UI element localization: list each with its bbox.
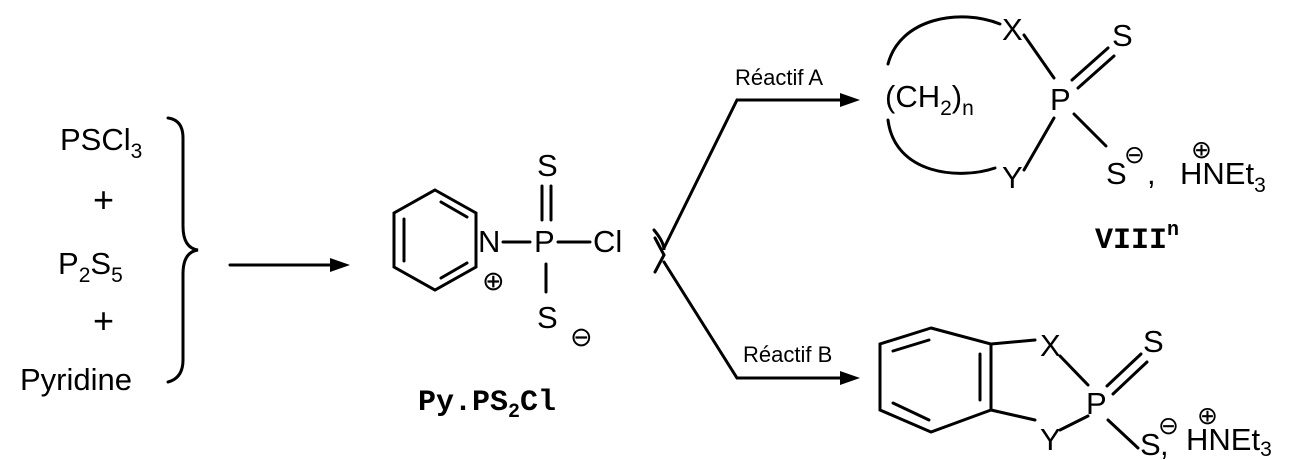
benzene-double-1 <box>891 338 931 353</box>
bond-p-s-minus-benzo <box>1106 418 1140 450</box>
plus-sign-1: + <box>93 179 114 220</box>
bond-ring-y <box>989 408 1037 422</box>
double-bond-viii-b <box>1076 54 1116 90</box>
branch-upper-arrowhead <box>840 93 860 107</box>
bond-p-s-minus-viii <box>1072 112 1108 148</box>
atom-s-anion-viii: S <box>1106 156 1127 191</box>
benzene-ring <box>878 326 993 434</box>
branch-lower-arrow <box>662 260 847 380</box>
charge-minus-s: ⊖ <box>570 322 593 352</box>
atom-y-benzo: Y <box>1040 422 1061 457</box>
ring-arc <box>886 15 1002 175</box>
atom-p-benzo: P <box>1086 386 1107 421</box>
reagent-a-label: Réactif A <box>735 65 823 90</box>
counter-ion-viii: HNEt3 <box>1180 156 1266 197</box>
atom-cl: Cl <box>593 224 622 259</box>
charge-plus-n: ⊕ <box>482 266 505 296</box>
reagent-b-label: Réactif B <box>743 342 832 367</box>
branch-lower-arrowhead <box>840 371 860 385</box>
double-bond-benzo-b <box>1111 360 1149 396</box>
counter-ion-benzo: HNEt3 <box>1186 422 1272 460</box>
benzene-double-3 <box>891 401 931 422</box>
charge-plus-hnet3-benzo: ⊕ <box>1197 402 1218 430</box>
brace-to-branches <box>652 228 666 251</box>
plus-sign-2: + <box>93 300 114 341</box>
bond-x-p-benzo <box>1058 354 1090 387</box>
atom-s-anion: S <box>537 300 558 335</box>
product-viii: (CH2)n X Y P S S ⊖ , HNEt3 ⊕ VIIIn <box>885 12 1266 258</box>
atom-s-thione: S <box>537 148 558 183</box>
atom-n-pyridinium: N <box>478 224 500 259</box>
double-bond-viii-a <box>1070 46 1110 82</box>
atom-s-thione-viii: S <box>1112 18 1133 53</box>
reactants-group: PSCl3 + P2S5 + Pyridine <box>20 116 199 397</box>
atom-x-benzo: X <box>1040 328 1061 363</box>
comma-viii: , <box>1147 156 1156 191</box>
bond-y-p-viii <box>1022 116 1056 172</box>
charge-minus-benzo: ⊖ <box>1158 412 1179 440</box>
bond-x-p-viii <box>1022 33 1056 80</box>
atom-y-viii: Y <box>1002 160 1023 195</box>
branch-upper-arrow <box>662 98 847 250</box>
label-py-ps2cl: Py.PS2Cl <box>418 386 556 424</box>
double-bond-benzo-a <box>1105 352 1143 388</box>
reactant-p2s5: P2S5 <box>58 246 123 287</box>
reactant-pyridine: Pyridine <box>20 362 132 397</box>
bond-y-p-benzo <box>1058 414 1090 432</box>
right-brace <box>166 116 199 384</box>
comma-benzo: , <box>1160 427 1169 460</box>
bond-ring-x <box>989 338 1037 346</box>
ch2-n-group: (CH2)n <box>885 79 974 120</box>
charge-plus-hnet3-viii: ⊕ <box>1191 136 1212 164</box>
reactant-pscl3: PSCl3 <box>60 122 142 163</box>
label-viii-n: VIIIn <box>1095 219 1179 258</box>
atom-p-intermediate: P <box>534 224 555 259</box>
atom-s-anion-benzo: S <box>1140 427 1161 460</box>
branch-junction <box>653 236 666 257</box>
main-reaction-arrow <box>228 258 350 272</box>
atom-s-thione-benzo: S <box>1143 324 1164 359</box>
atom-p-viii: P <box>1050 82 1071 117</box>
product-benzo: X Y P S S ⊖ , HNEt3 ⊕ <box>878 324 1272 460</box>
atom-x-viii: X <box>1002 12 1023 47</box>
branch-junction-2 <box>653 253 666 274</box>
charge-minus-viii: ⊖ <box>1124 141 1145 169</box>
pyridinium-ring <box>392 188 478 292</box>
